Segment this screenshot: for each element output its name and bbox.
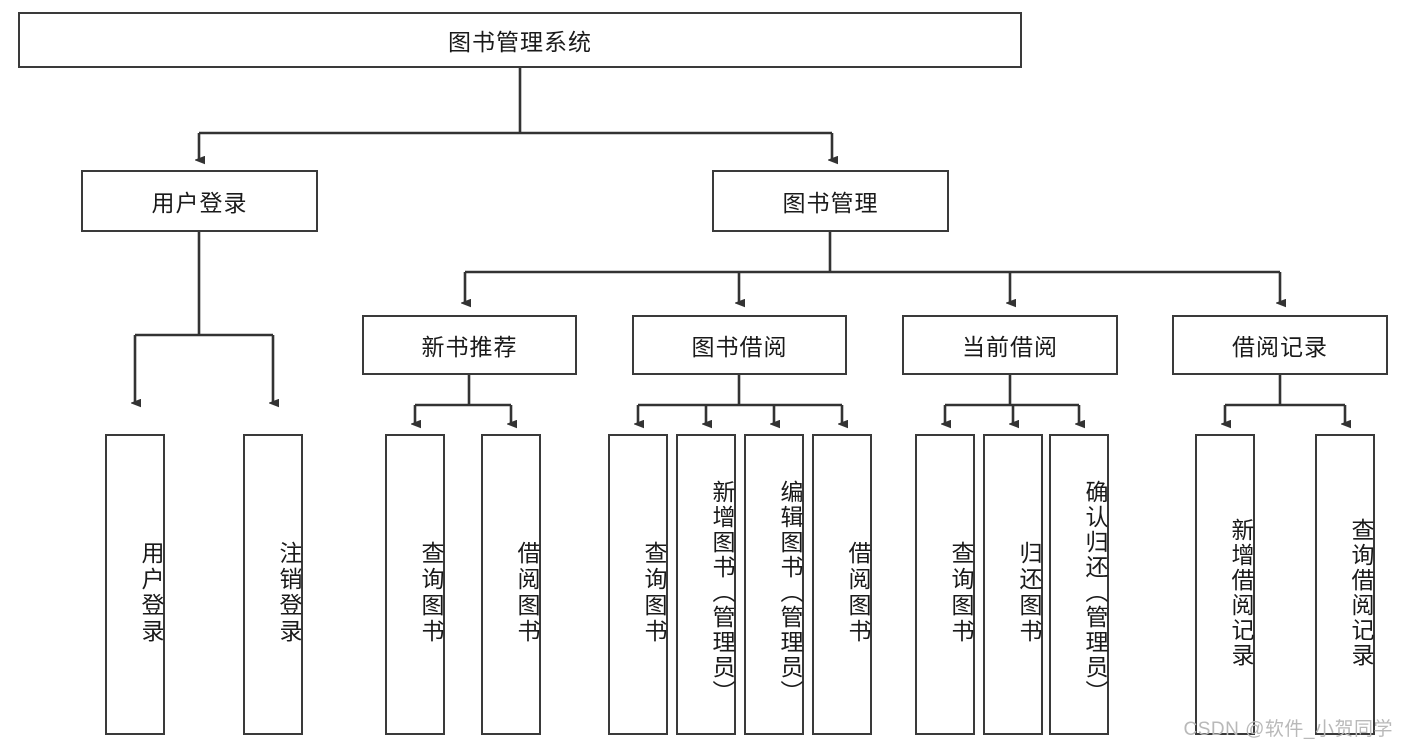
- csdn-watermark: CSDN @软件_小贺同学: [1183, 719, 1393, 740]
- node-label: 用户登录: [151, 190, 248, 216]
- node-label: 新增图书（管理员）: [709, 480, 735, 705]
- node-user-login[interactable]: 用户登录: [81, 170, 318, 232]
- leaf-current-borrow-confirm-return-admin[interactable]: 确认归还（管理员）: [1049, 434, 1109, 735]
- node-label: 归还图书: [1016, 540, 1042, 645]
- node-label: 当前借阅: [962, 334, 1058, 360]
- node-label: 查询图书: [418, 540, 444, 645]
- leaf-user-login-logout[interactable]: 注销登录: [243, 434, 303, 735]
- node-label: 借阅图书: [514, 540, 540, 645]
- leaf-book-borrow-edit-admin[interactable]: 编辑图书（管理员）: [744, 434, 804, 735]
- node-label: 用户登录: [138, 540, 164, 645]
- node-label: 图书借阅: [691, 334, 788, 360]
- node-label: 新书推荐: [421, 334, 518, 360]
- node-borrow-record[interactable]: 借阅记录: [1172, 315, 1388, 375]
- leaf-borrow-record-query[interactable]: 查询借阅记录: [1315, 434, 1375, 735]
- leaf-borrow-record-add[interactable]: 新增借阅记录: [1195, 434, 1255, 735]
- node-label: 查询借阅记录: [1348, 517, 1374, 668]
- leaf-book-borrow-add-admin[interactable]: 新增图书（管理员）: [676, 434, 736, 735]
- leaf-user-login-login[interactable]: 用户登录: [105, 434, 165, 735]
- leaf-book-borrow-query[interactable]: 查询图书: [608, 434, 668, 735]
- node-current-borrow[interactable]: 当前借阅: [902, 315, 1118, 375]
- node-label: 借阅图书: [845, 540, 871, 645]
- node-label: 编辑图书（管理员）: [777, 480, 803, 705]
- node-label: 确认归还（管理员）: [1082, 480, 1108, 705]
- leaf-new-book-query[interactable]: 查询图书: [385, 434, 445, 735]
- leaf-new-book-borrow[interactable]: 借阅图书: [481, 434, 541, 735]
- leaf-current-borrow-return[interactable]: 归还图书: [983, 434, 1043, 735]
- node-label: 图书管理系统: [448, 29, 592, 55]
- node-label: 借阅记录: [1232, 334, 1328, 360]
- node-label: 图书管理: [782, 190, 879, 216]
- leaf-book-borrow-borrow[interactable]: 借阅图书: [812, 434, 872, 735]
- node-new-book-recommend[interactable]: 新书推荐: [362, 315, 577, 375]
- node-book-management[interactable]: 图书管理: [712, 170, 949, 232]
- node-book-borrow[interactable]: 图书借阅: [632, 315, 847, 375]
- node-label: 查询图书: [641, 540, 667, 645]
- leaf-current-borrow-query[interactable]: 查询图书: [915, 434, 975, 735]
- node-root-book-management-system[interactable]: 图书管理系统: [18, 12, 1022, 68]
- node-label: 注销登录: [276, 540, 302, 645]
- node-label: 查询图书: [948, 540, 974, 645]
- node-label: 新增借阅记录: [1228, 517, 1254, 668]
